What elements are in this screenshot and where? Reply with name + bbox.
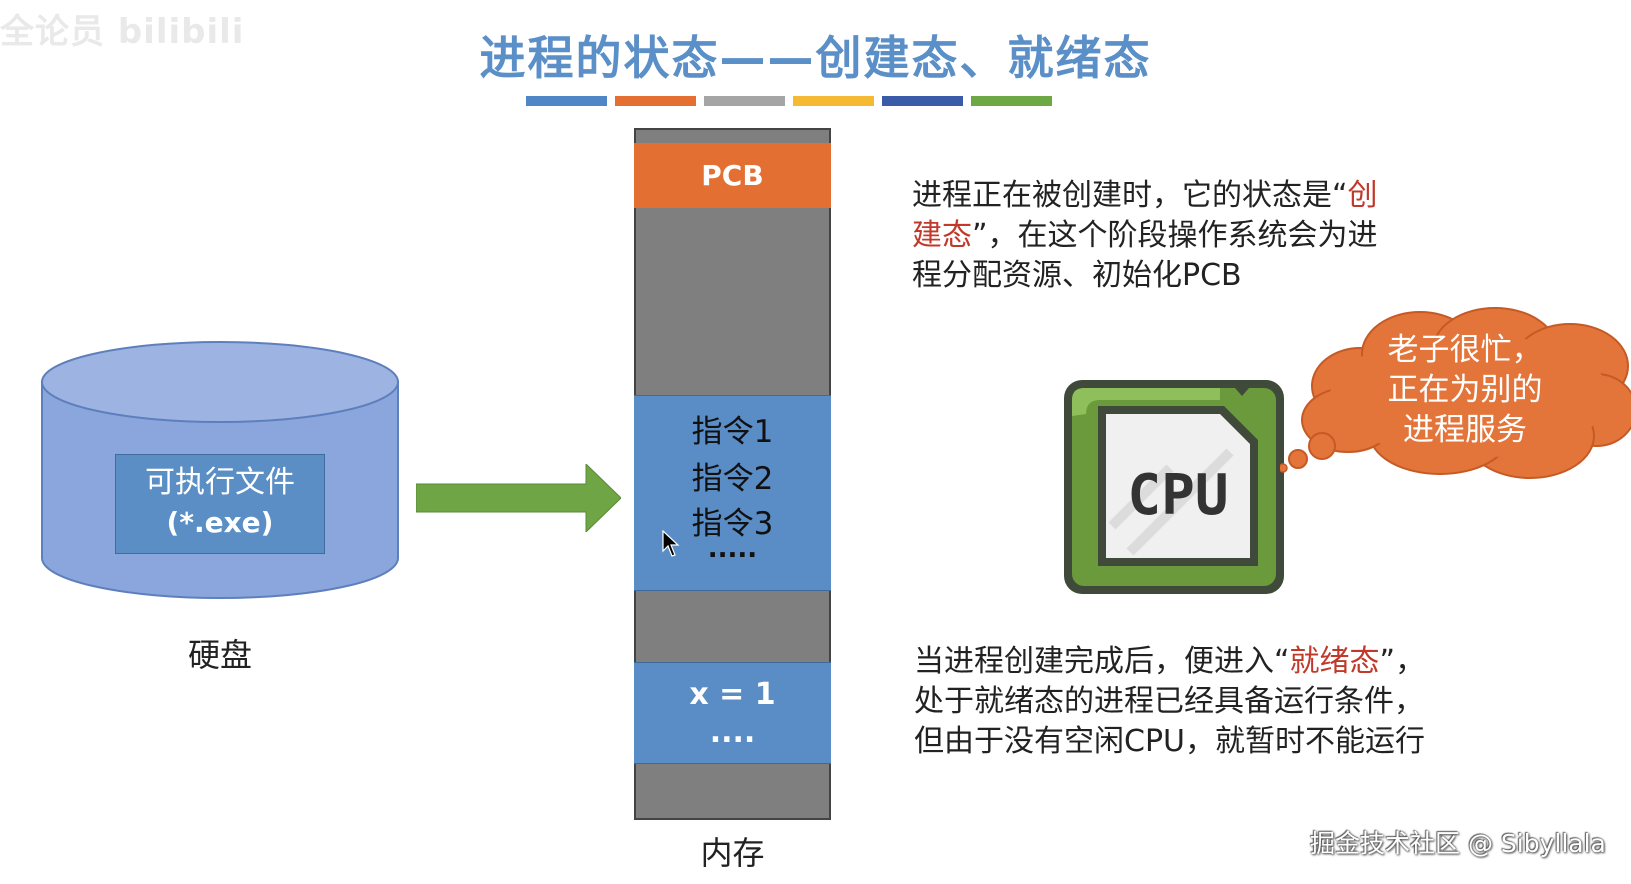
color-bar (526, 96, 607, 106)
thought-cloud (1280, 307, 1631, 479)
color-bar (615, 96, 696, 106)
desc-bottom-line2: 处于就绪态的进程已经具备运行条件， (914, 684, 1424, 719)
cpu-highlight (1072, 388, 1220, 416)
disk-caption: 硬盘 (187, 636, 252, 674)
desc-top-line1: 进程正在被创建时，它的状态是“创 (912, 178, 1378, 213)
cpu-notch (1228, 380, 1256, 396)
data-block: x = 1 .... (634, 662, 831, 764)
slide-title: 进程的状态——创建态、就绪态 (479, 31, 1152, 85)
description-ready-state: 当进程创建完成后，便进入“就绪态”， 处于就绪态的进程已经具备运行条件， 但由于… (914, 642, 1425, 762)
cloud-line2: 正在为别的 (1387, 372, 1543, 408)
thought-bubble-large (1308, 432, 1336, 460)
thought-bubble-medium (1288, 449, 1308, 469)
cloud-line1: 老子很忙， (1387, 332, 1543, 368)
color-bar (793, 96, 874, 106)
watermark-logo: 全论员 bilibili (0, 12, 245, 52)
file-label-line2: (*.exe) (166, 506, 274, 539)
desc-bottom-line3: 但由于没有空闲CPU，就暂时不能运行 (914, 724, 1425, 759)
instruction-2: 指令2 (691, 461, 774, 497)
instruction-block: 指令1 指令2 指令3 ..... (634, 395, 831, 591)
site-watermark: 掘金技术社区 @ Sibyllala (1310, 829, 1606, 858)
data-ellipsis: .... (709, 715, 756, 750)
cpu-die (1106, 414, 1250, 558)
color-bar (882, 96, 963, 106)
desc-bottom-line1: 当进程创建完成后，便进入“就绪态”， (914, 644, 1426, 679)
title-color-bars (526, 96, 1064, 106)
data-item-x: x = 1 (689, 677, 776, 712)
file-label-line1: 可执行文件 (145, 465, 295, 500)
load-arrow (416, 464, 621, 532)
pcb-block: PCB (634, 143, 831, 208)
executable-file-box: 可执行文件 (*.exe) (115, 454, 325, 554)
cloud-text: 老子很忙， 正在为别的 进程服务 (1360, 330, 1570, 450)
cpu-chip-icon: CPU (1064, 380, 1284, 594)
desc-top-line3: 程分配资源、初始化PCB (912, 258, 1242, 293)
instruction-1: 指令1 (691, 414, 774, 450)
color-bar (971, 96, 1052, 106)
cpu-label: CPU (1127, 463, 1228, 528)
desc-top-line2: 建态”，在这个阶段操作系统会为进 (912, 218, 1378, 253)
disk-top (41, 341, 399, 423)
thought-bubble-small (1280, 463, 1288, 473)
cloud-line3: 进程服务 (1403, 412, 1527, 448)
arrow-shape (416, 464, 621, 532)
instruction-ellipsis: ..... (707, 534, 758, 564)
mouse-cursor-icon (662, 530, 680, 557)
description-created-state: 进程正在被创建时，它的状态是“创 建态”，在这个阶段操作系统会为进 程分配资源、… (912, 176, 1378, 296)
memory-caption: 内存 (700, 834, 765, 872)
color-bar (704, 96, 785, 106)
instruction-3: 指令3 (691, 506, 774, 542)
